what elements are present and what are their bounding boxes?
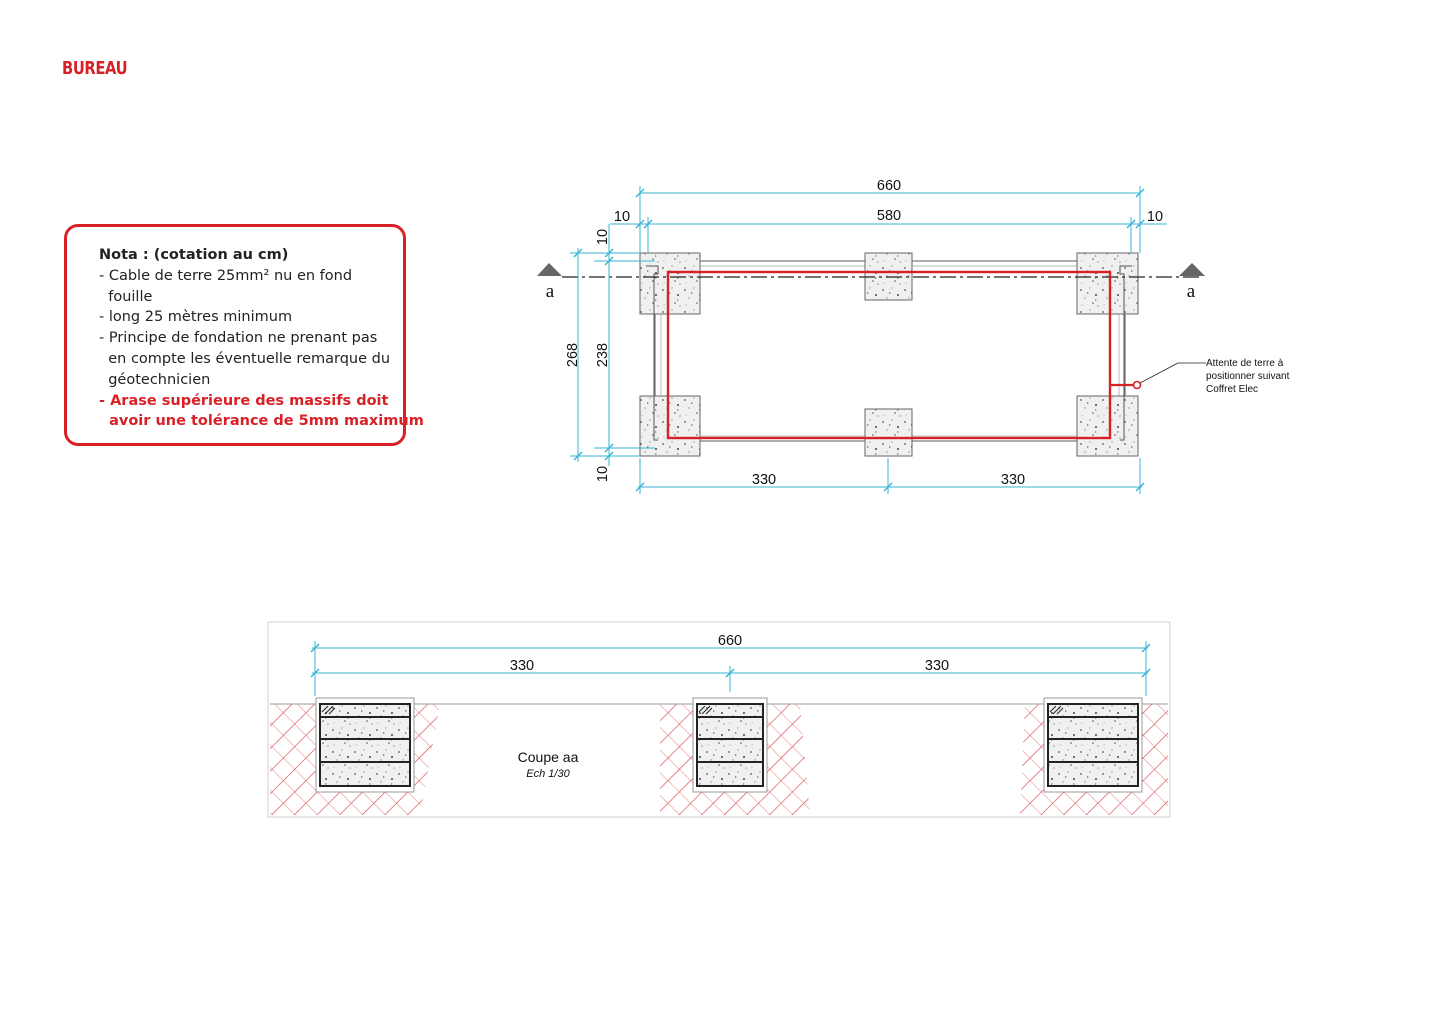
section-scale: Ech 1/30 [526,768,570,780]
section-dim-half-right: 330 [925,658,949,674]
dim-inner: 580 [877,208,901,224]
section-label-right: a [1187,281,1196,302]
section-dim-half-left: 330 [510,658,534,674]
section-view: 660 330 330 Coupe aa Ech 1/30 [267,621,1171,818]
plan-view: a a Attente de terre à positionner suiva… [537,178,1290,494]
section-dim-total: 660 [718,633,742,649]
section-title: Coupe aa [518,749,579,765]
note-line: géotechnicien [99,371,211,388]
earth-cable [666,270,1112,440]
note-line: en compte les éventuelle remarque du [99,350,391,367]
section-arrow-left [537,263,562,276]
earth-callout-line: Attente de terre à [1206,358,1284,369]
dim-bottom-offset: 10 [595,466,611,482]
dim-depth-outer: 268 [565,343,581,367]
footing [639,252,701,315]
section-footing [1043,697,1143,793]
footing [1076,395,1139,457]
earth-callout-line: positionner suivant [1206,371,1290,382]
footing [864,408,913,457]
section-arrow-right [1179,263,1205,276]
dim-total: 660 [877,178,901,194]
section-footing [692,697,768,793]
page-title: BUREAU [62,58,128,79]
earth-callout-line: Coffret Elec [1206,384,1258,395]
note-box: Nota : (cotation au cm) - Cable de terre… [64,224,424,446]
note-line: - Arase supérieure des massifs doit [99,392,389,409]
dim-top-offset: 10 [595,229,611,245]
note-line: - long 25 mètres minimum [99,309,293,326]
section-label-left: a [546,281,555,302]
dim-left-offset: 10 [614,209,630,225]
note-line: fouille [99,288,153,305]
earth-point-icon [1132,380,1142,390]
footing [639,395,701,457]
note-line: - Cable de terre 25mm² nu en fond [99,267,353,284]
dim-half-right: 330 [1001,472,1025,488]
dim-depth-inner: 238 [595,343,611,367]
dim-right-offset: 10 [1147,209,1163,225]
note-line: - Principe de fondation ne prenant pas [99,330,378,347]
dim-half-left: 330 [752,472,776,488]
note-line: Nota : (cotation au cm) [99,247,289,263]
plan-dimensions [570,186,1167,494]
footing [1076,252,1139,315]
section-footing [315,697,415,793]
